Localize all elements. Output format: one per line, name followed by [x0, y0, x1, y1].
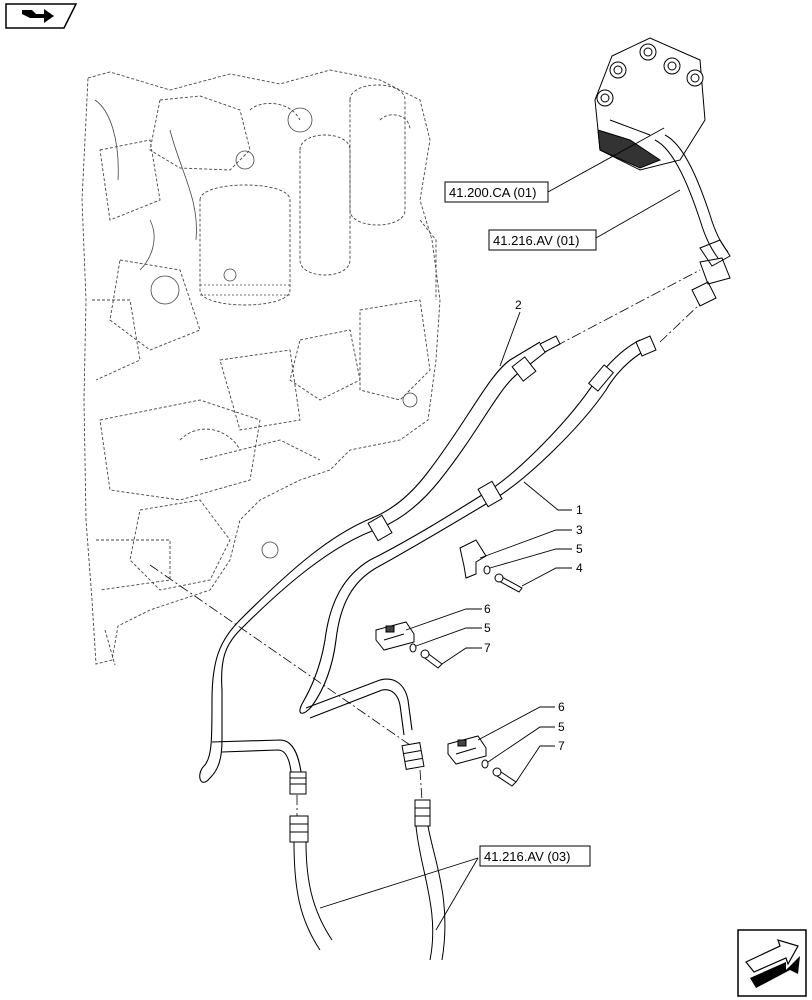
engine-block [81, 69, 441, 666]
callout-leaders [319, 127, 681, 931]
callout-washer-5a: 5 [576, 542, 583, 556]
callout-bolt-4: 4 [576, 561, 583, 575]
bolt-7b [492, 767, 517, 787]
pipe-1 [299, 335, 657, 736]
bracket-3 [459, 539, 487, 579]
upper-steel-pipes [654, 134, 731, 307]
reference-valve-block-label: 41.200.CA (01) [449, 185, 536, 200]
reference-upper-pipes-label: 41.216.AV (01) [493, 233, 579, 248]
construction-lines [149, 269, 701, 816]
pipe-2 [199, 335, 561, 791]
lower-hoses [289, 799, 446, 961]
clamp-6a [375, 621, 415, 651]
valve-block [594, 37, 706, 171]
reference-lower-hoses[interactable]: 41.216.AV (03) [479, 845, 591, 867]
bolt-4 [494, 573, 523, 593]
bolt-7a [420, 649, 443, 669]
callout-pipe-2: 2 [515, 298, 522, 312]
callout-bolt-7a: 7 [484, 641, 491, 655]
reference-valve-block[interactable]: 41.200.CA (01) [444, 181, 549, 203]
callout-bracket-3: 3 [576, 523, 583, 537]
washer-5b [409, 643, 417, 653]
pipe-end-fittings [289, 742, 425, 795]
callout-washer-5c: 5 [558, 720, 565, 734]
washer-5c [481, 759, 489, 769]
callout-clamp-6b: 6 [558, 700, 565, 714]
book-arrow-icon[interactable] [5, 3, 78, 29]
clamp-6b [447, 735, 487, 765]
reference-lower-hoses-label: 41.216.AV (03) [484, 849, 570, 864]
callout-washer-5b: 5 [484, 621, 491, 635]
washer-5a [483, 565, 491, 575]
reference-upper-pipes[interactable]: 41.216.AV (01) [488, 229, 597, 251]
engine-details [94, 99, 418, 559]
callout-pipe-1: 1 [576, 503, 583, 517]
next-page-arrow-icon[interactable] [737, 929, 807, 997]
callout-bolt-7b: 7 [558, 739, 565, 753]
callout-clamp-6a: 6 [484, 602, 491, 616]
